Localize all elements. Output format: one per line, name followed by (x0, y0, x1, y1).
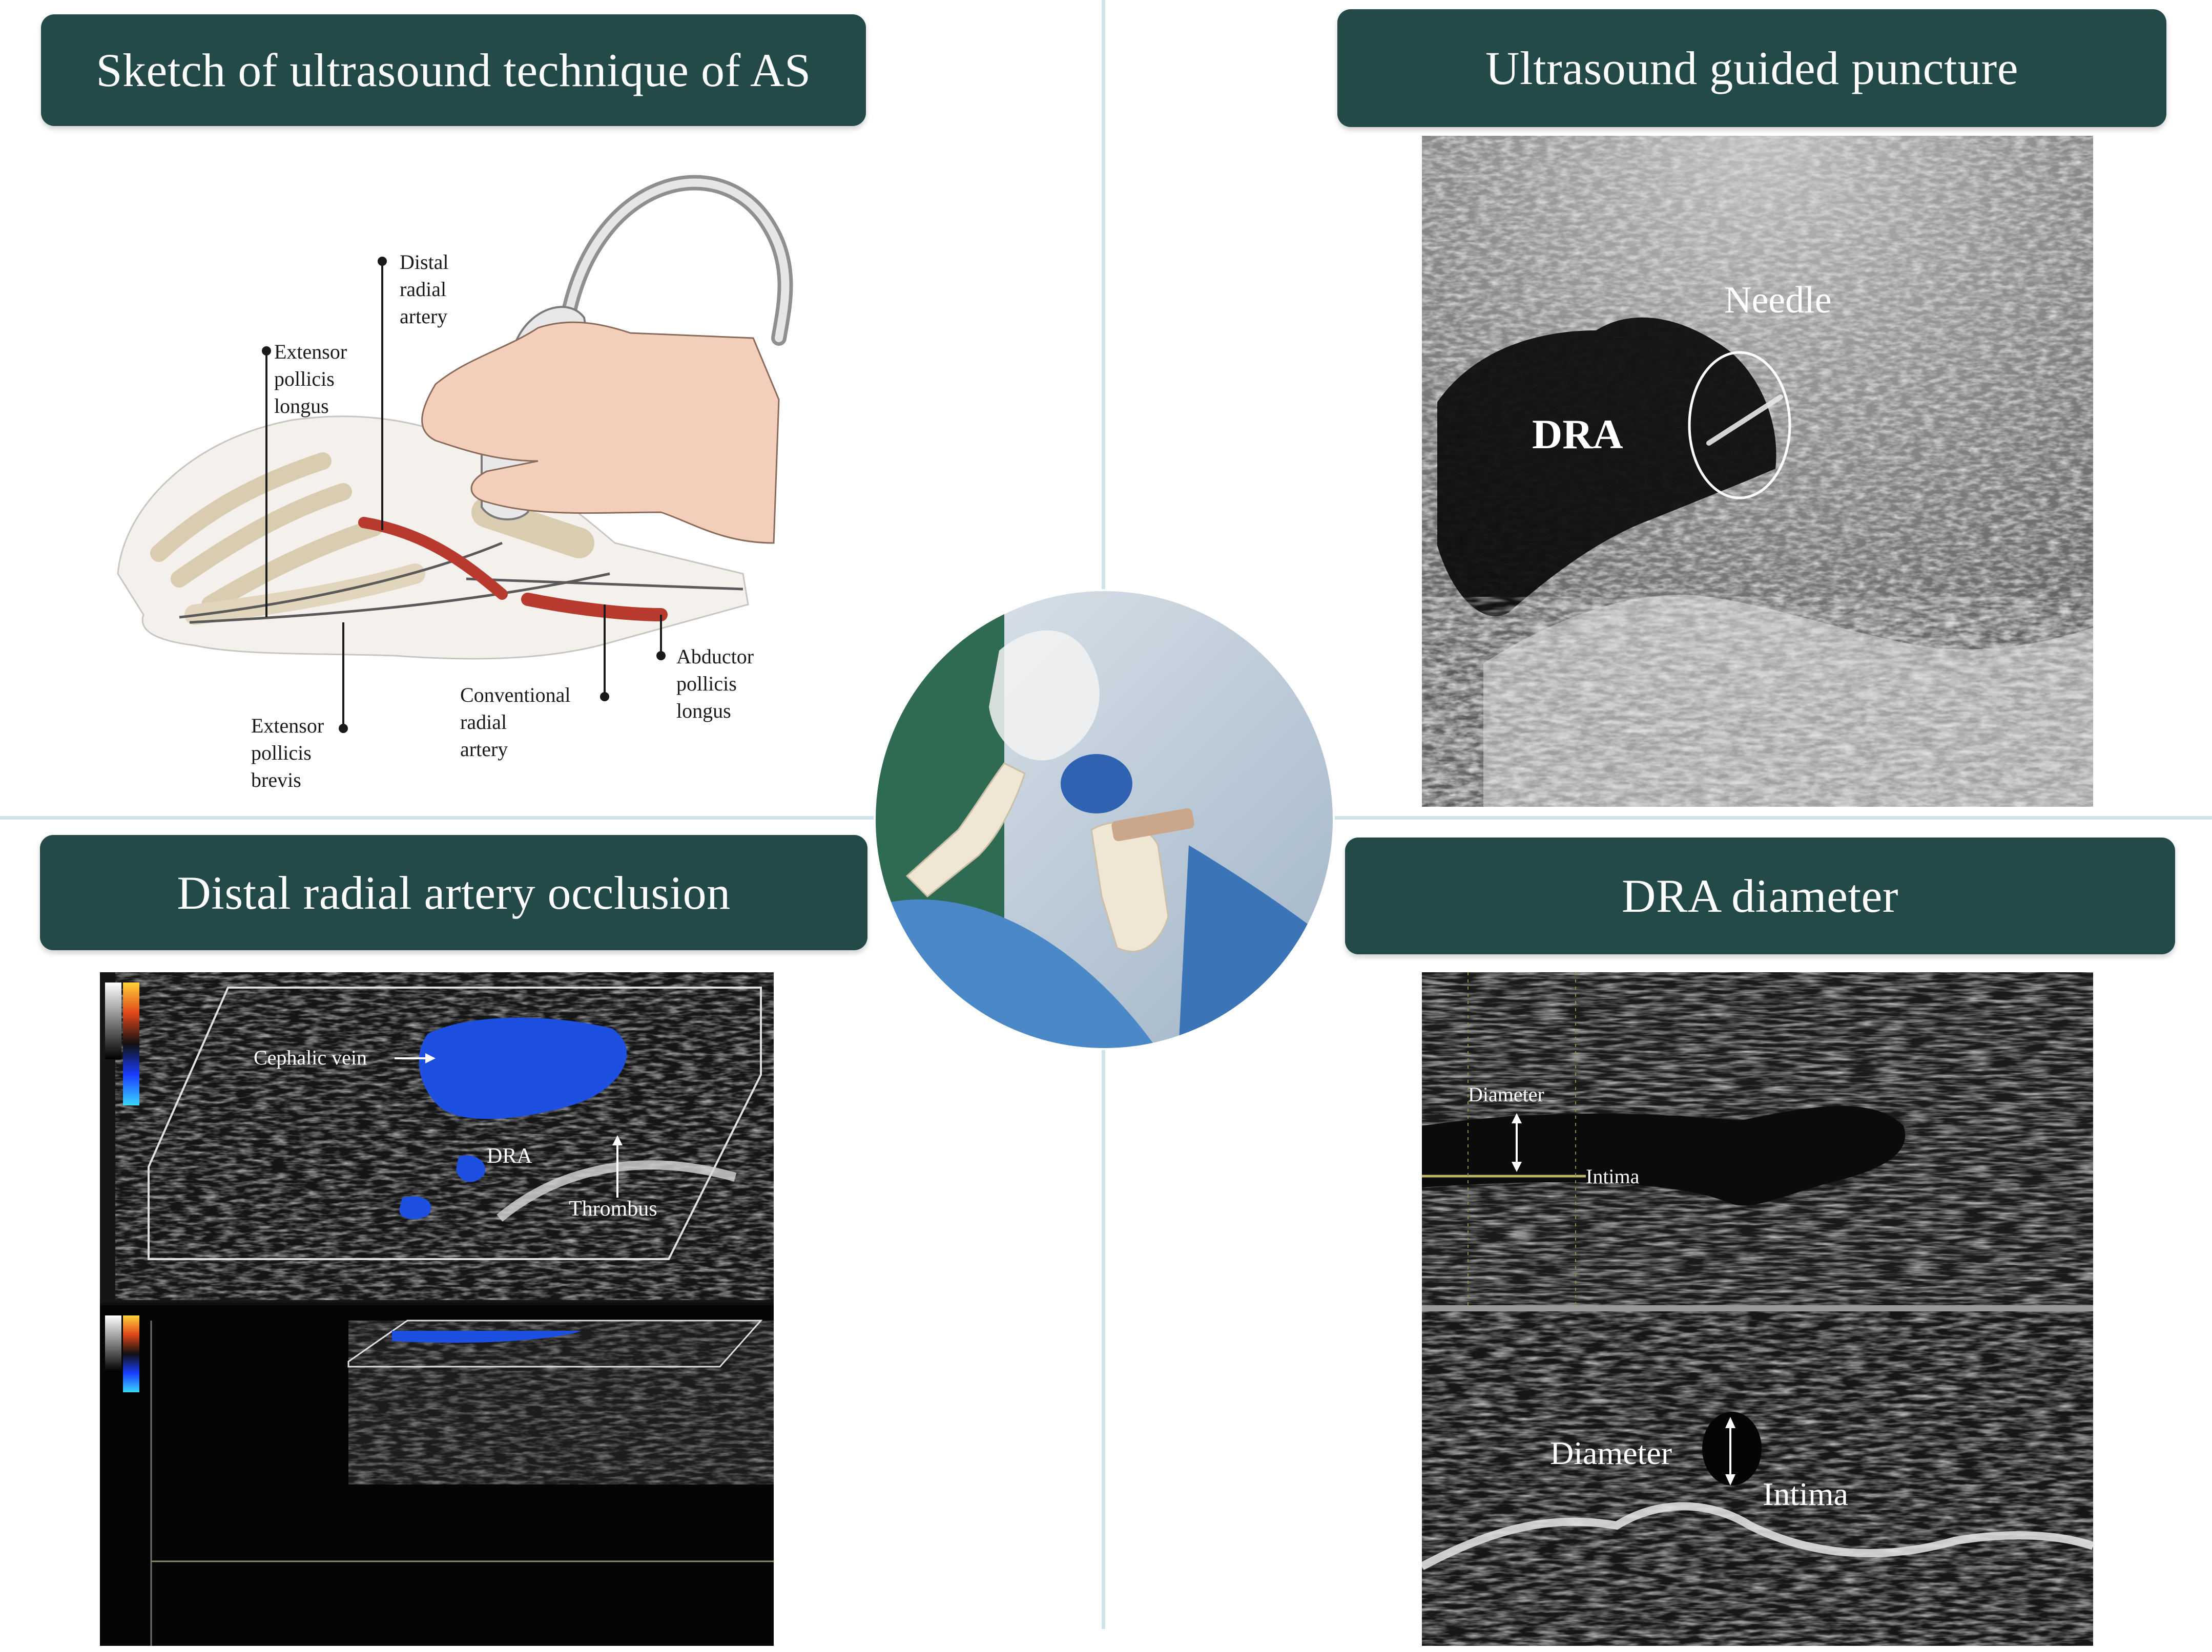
grayscale-bar-upper (105, 982, 121, 1059)
finger-bones (150, 452, 383, 613)
dra-flow-1 (456, 1155, 485, 1182)
label-diameter-upper: Diameter (1468, 1083, 1544, 1106)
diameter-arrowhead-lower-top (1725, 1417, 1735, 1428)
diameter-separator (1422, 1305, 2093, 1311)
lower-bmode-speckle (348, 1321, 774, 1484)
occlusion-title: Distal radial artery occlusion (177, 866, 731, 919)
label-diameter-lower: Diameter (1550, 1435, 1672, 1471)
sketch-illustration: Distal radial artery Extensor pollicis l… (117, 175, 793, 791)
deep-speckle (1422, 597, 2093, 807)
thrombus-echo (497, 1160, 737, 1222)
doppler-box-lower (347, 1320, 763, 1368)
puncture-title-banner: Ultrasound guided puncture (1337, 9, 2166, 127)
sketch-title: Sketch of ultrasound technique of AS (96, 44, 811, 96)
label-thrombus: Thrombus (569, 1197, 657, 1221)
diameter-ultrasound-image: Diameter Intima Diameter Intima (1422, 972, 2093, 1646)
label-distal-radial-artery: Distal radial artery (400, 250, 454, 328)
diameter-arrowhead-lower-bottom (1725, 1474, 1735, 1486)
diameter-title-banner: DRA diameter (1345, 838, 2175, 954)
color-scale-bar-upper (123, 982, 139, 1105)
cephalic-vein-arrowhead (425, 1053, 436, 1063)
sketch-title-banner: Sketch of ultrasound technique of AS (41, 14, 866, 126)
occlusion-title-banner: Distal radial artery occlusion (40, 835, 867, 950)
label-abductor-pollicis-longus: Abductor pollicis longus (676, 645, 759, 722)
needle-circle (1688, 351, 1791, 499)
dra-long-lumen (1422, 1106, 1906, 1206)
diameter-arrowhead-upper-bottom (1512, 1162, 1522, 1172)
diameter-arrowhead-upper-top (1512, 1113, 1522, 1123)
dra-flow-2 (399, 1196, 431, 1220)
puncture-ultrasound-image: Needle DRA (1422, 136, 2093, 807)
label-dra-puncture: DRA (1532, 411, 1623, 457)
color-scale-bar-lower (123, 1315, 139, 1392)
label-extensor-pollicis-longus: Extensor pollicis longus (274, 340, 352, 417)
leader-lines (262, 257, 666, 733)
tendon-brevis (189, 572, 610, 624)
needle-echo (1706, 394, 1783, 446)
lower-vessel-flow (392, 1331, 582, 1343)
probe-cable-inner (565, 178, 790, 342)
label-cephalic-vein: Cephalic vein (254, 1046, 367, 1069)
dra-lumen (1437, 317, 1776, 616)
distal-radial-artery-vessel (358, 517, 508, 600)
label-dra-occlusion: DRA (487, 1144, 532, 1168)
grayscale-bar-lower (105, 1315, 121, 1372)
label-conventional-radial-artery: Conventional radial artery (460, 683, 576, 761)
bone-echo-lower (1422, 1502, 2093, 1571)
occlusion-upper-speckle (115, 972, 774, 1300)
tendon-abductor (466, 577, 743, 591)
doppler-box-upper (148, 987, 762, 1260)
operator-hand (421, 321, 780, 544)
puncture-procedure-photo (874, 589, 1335, 1050)
puncture-title: Ultrasound guided puncture (1485, 42, 2019, 94)
conventional-radial-artery-vessel (521, 593, 668, 621)
occlusion-doppler-image: Cephalic vein DRA Thrombus (100, 972, 774, 1646)
label-extensor-pollicis-brevis: Extensor pollicis brevis (251, 714, 329, 791)
diameter-lower-speckle (1422, 1311, 2093, 1646)
thrombus-arrowhead (612, 1135, 623, 1145)
diameter-title: DRA diameter (1622, 870, 1898, 922)
label-intima-upper: Intima (1586, 1165, 1640, 1188)
dra-transverse-lumen (1702, 1412, 1762, 1486)
label-intima-lower: Intima (1763, 1476, 1848, 1512)
label-needle: Needle (1724, 279, 1832, 321)
cephalic-vein-flow (419, 1017, 627, 1119)
